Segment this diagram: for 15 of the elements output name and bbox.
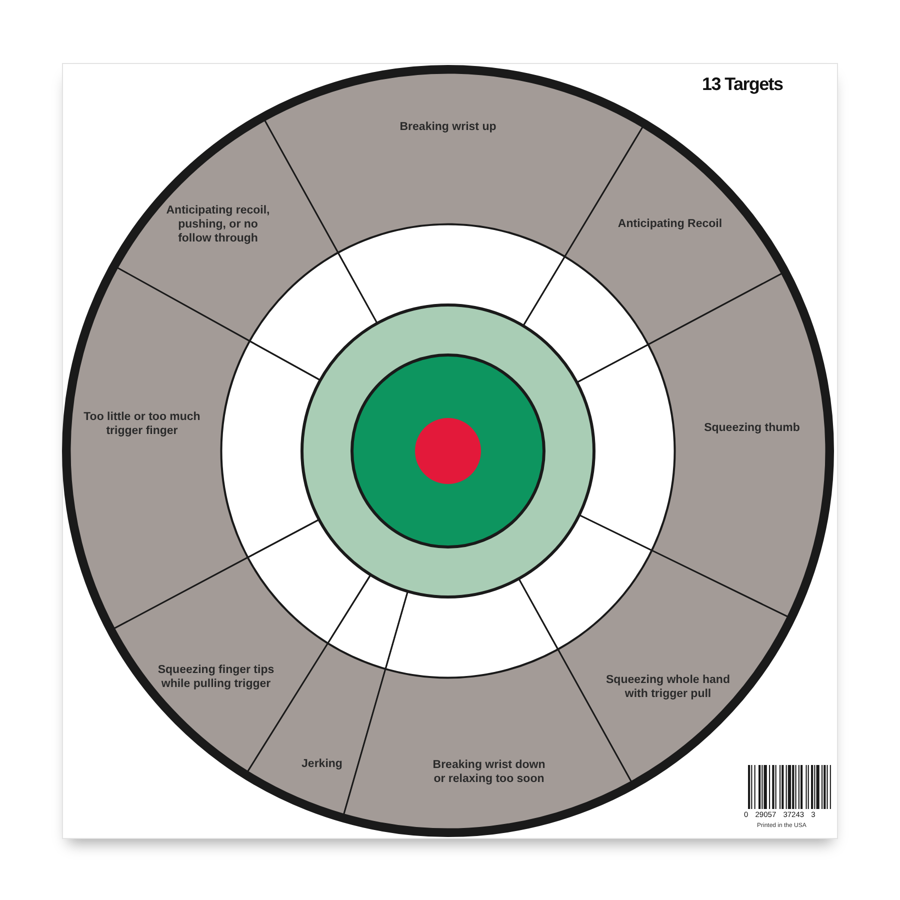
target-sector xyxy=(116,119,339,342)
sector-label: Too little or too much trigger finger xyxy=(82,411,202,439)
sector-label: Anticipating Recoil xyxy=(616,218,724,232)
sector-label: Squeezing thumb xyxy=(703,422,801,436)
sector-label: Jerking xyxy=(300,758,344,772)
target-count: 13 Targets xyxy=(702,74,783,95)
target-sector xyxy=(69,266,251,630)
sector-label: Breaking wrist up xyxy=(398,121,498,135)
sector-label: Anticipating recoil, pushing, or no follow through xyxy=(165,204,271,246)
sector-label: Breaking wrist down or relaxing too soon xyxy=(432,759,546,787)
target-sector xyxy=(557,549,789,783)
sector-label: Squeezing finger tips while pulling trigger xyxy=(156,664,276,692)
sector-label: Squeezing whole hand with trigger pull xyxy=(605,674,731,702)
target-sector xyxy=(563,125,783,346)
target-sector xyxy=(647,272,827,618)
